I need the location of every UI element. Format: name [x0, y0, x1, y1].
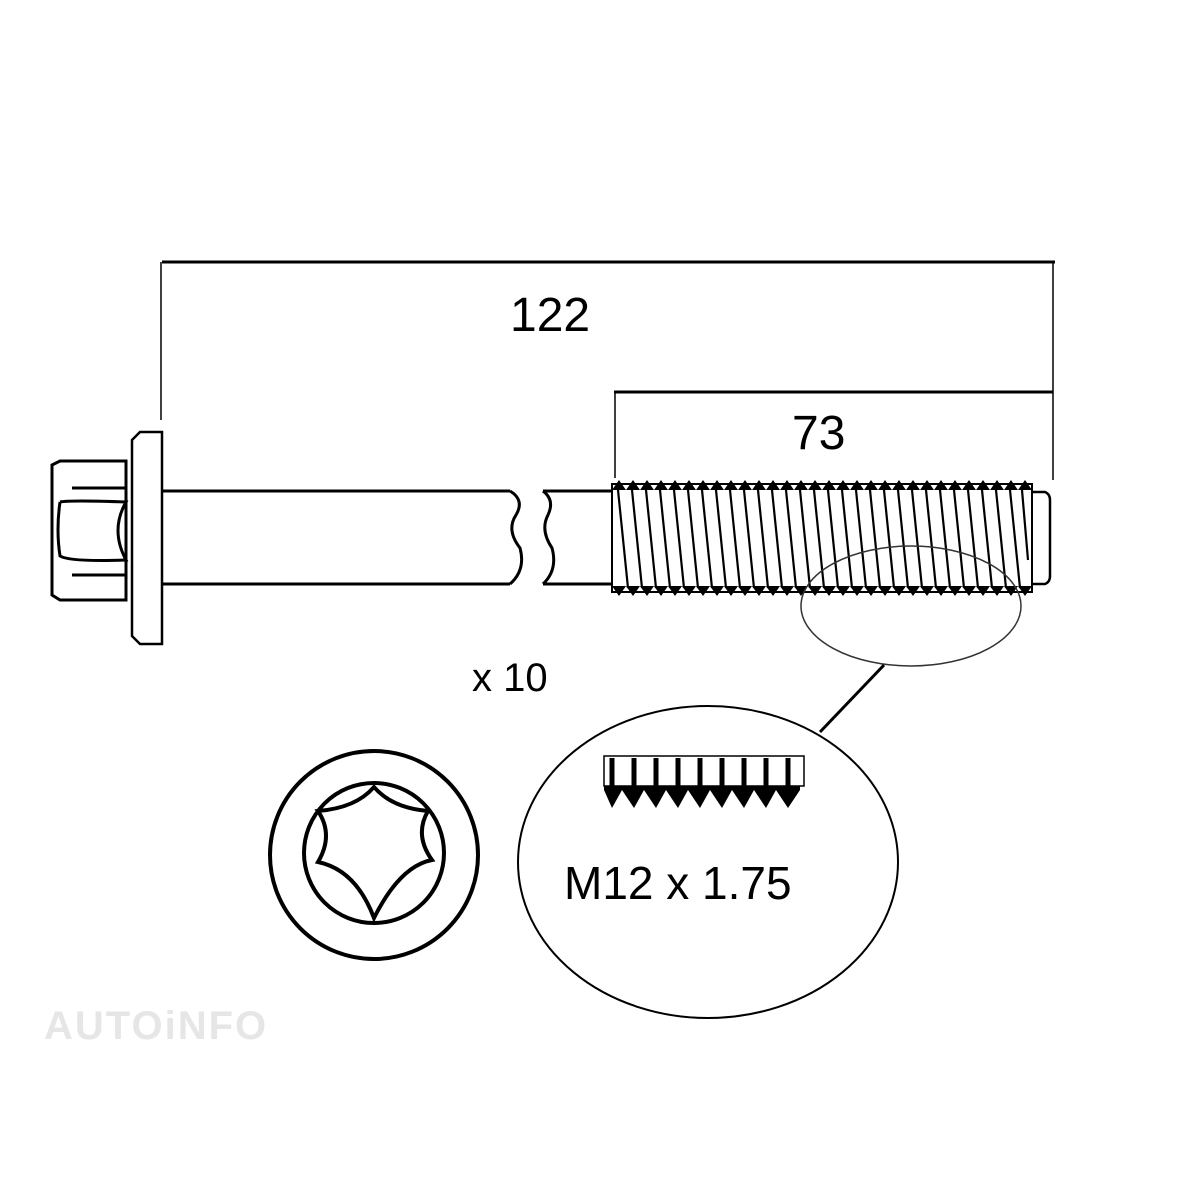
detail-callout-small — [800, 545, 1022, 667]
detail-leader-line — [818, 663, 886, 734]
bolt-head — [50, 430, 164, 646]
overall-length-label: 122 — [510, 289, 591, 342]
quantity-label: x 10 — [472, 656, 548, 700]
threaded-section — [611, 480, 1052, 596]
thread-length-dimension — [614, 390, 1053, 478]
overall-length-dimension — [160, 260, 1055, 480]
thread-detail-ellipse — [517, 705, 899, 1019]
torx-star-icon — [314, 783, 436, 923]
thread-profile-icon — [603, 755, 805, 808]
bolt-shank — [163, 489, 612, 586]
thread-length-label: 73 — [792, 407, 846, 460]
thread-spec-label: M12 x 1.75 — [564, 857, 792, 909]
head-end-view — [268, 749, 480, 961]
watermark-logo: AUTOiNFO — [44, 1004, 269, 1048]
